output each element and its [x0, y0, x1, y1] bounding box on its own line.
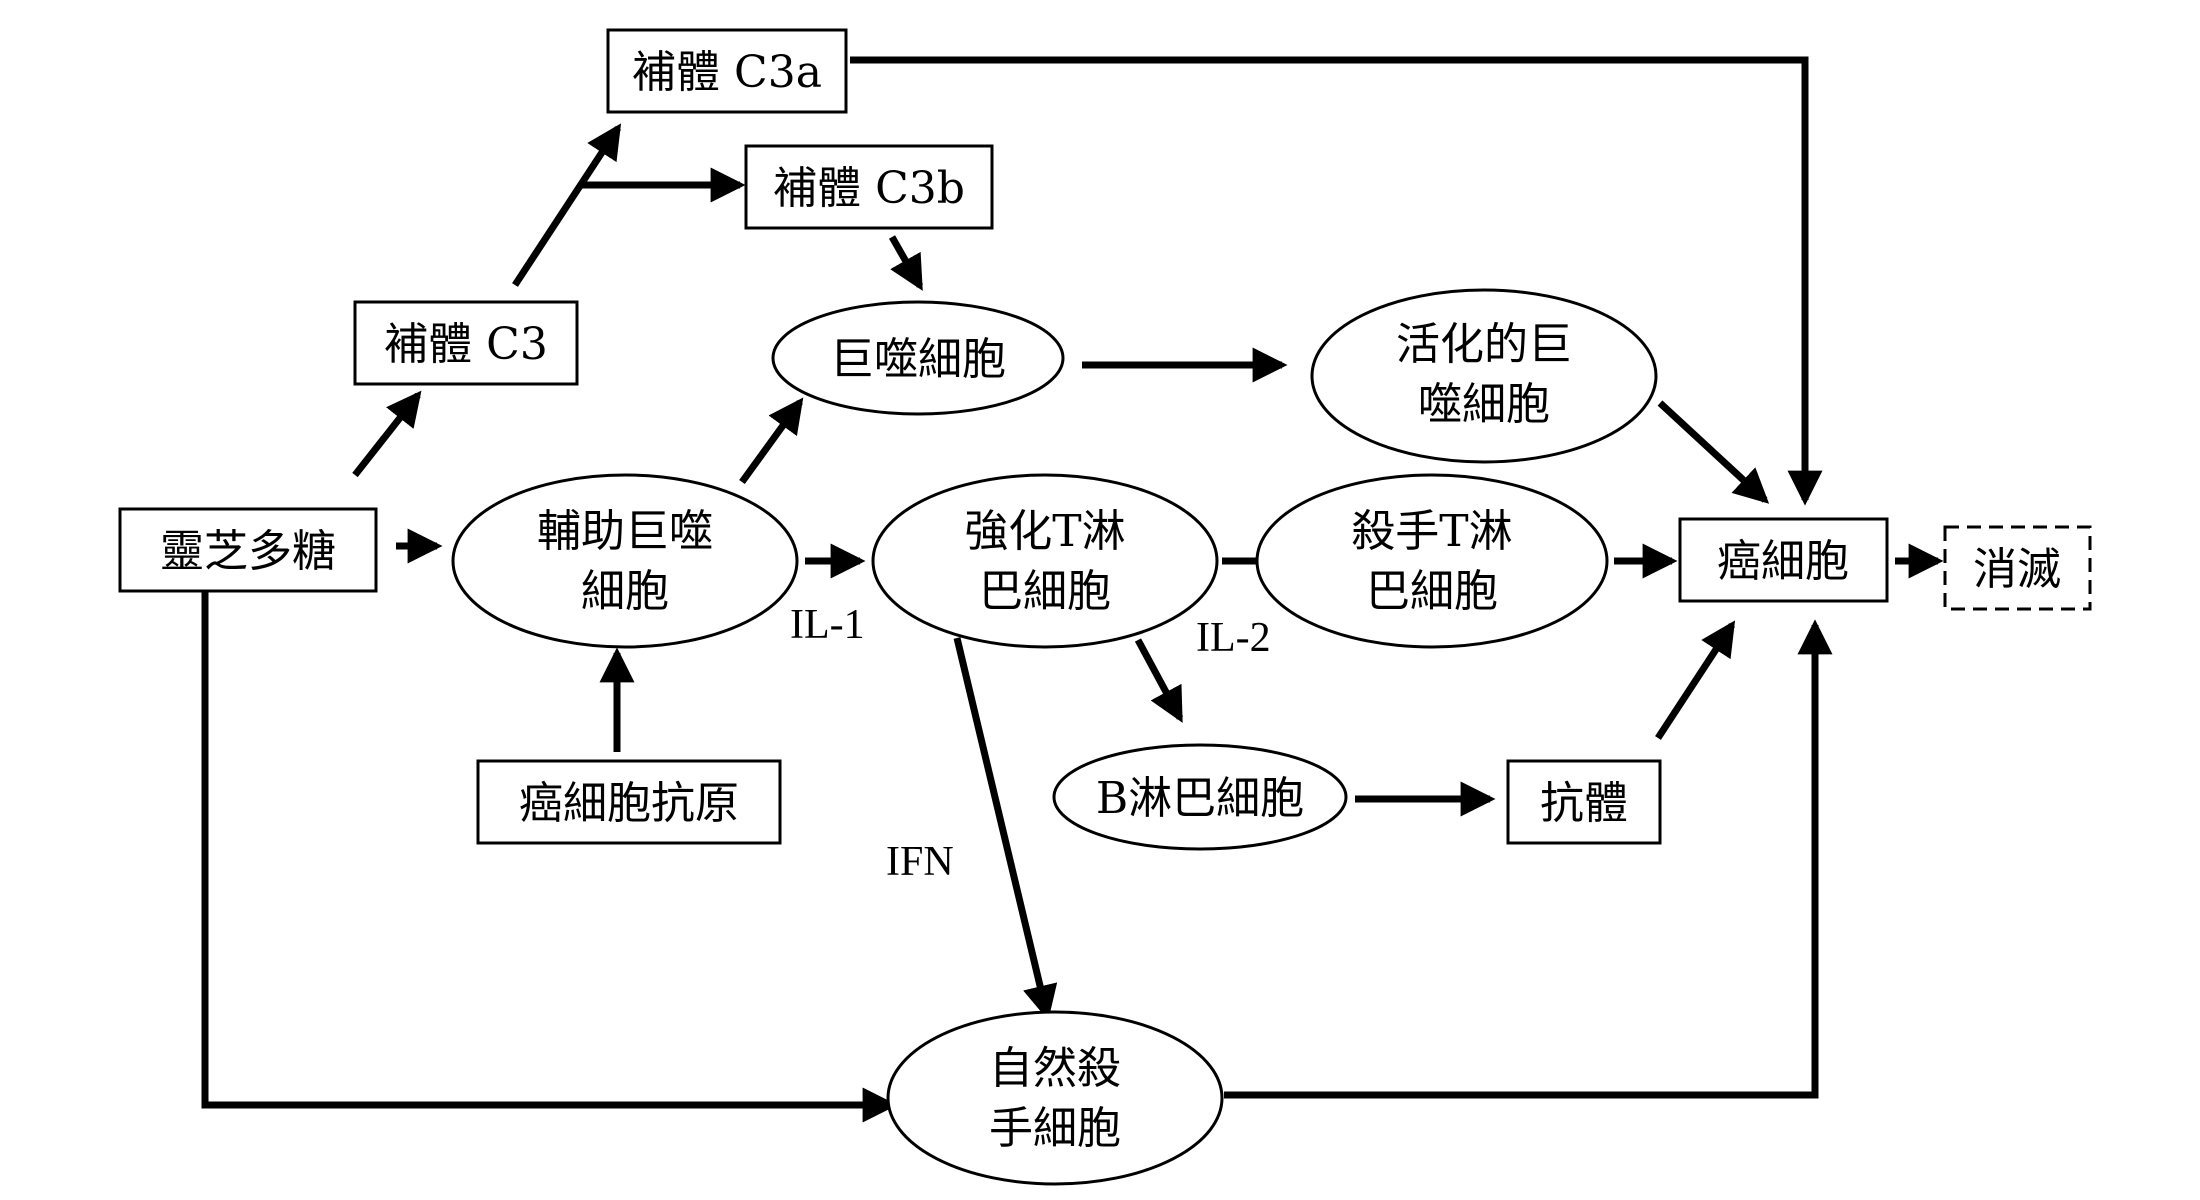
node-antibody: 抗體 [1506, 759, 1662, 845]
edge-label-il1: IL-1 [790, 602, 865, 648]
node-macrophage: 巨噬細胞 [771, 300, 1065, 416]
edge-antibody-to-cancer [1655, 620, 1736, 740]
node-cancer-antigen-label: 癌細胞抗原 [519, 778, 739, 829]
edge-activated-to-cancer [1657, 400, 1770, 504]
node-antibody-label: 抗體 [1540, 778, 1628, 829]
edge-c3-to-c3a [512, 123, 622, 287]
edge-poly-to-c3 [352, 390, 422, 478]
edge-enhanced-to-nk [953, 637, 1058, 1021]
node-complement-c3b-label: 補體 C3b [773, 163, 965, 214]
node-complement-c3-label: 補體 C3 [384, 319, 548, 370]
node-killer-t-lymphocyte: 殺手T淋 巴細胞 [1255, 473, 1609, 649]
node-cancer-cell-label: 癌細胞 [1717, 536, 1849, 587]
node-ganoderma-polysaccharide: 靈芝多糖 [118, 507, 378, 593]
node-killer-t-line2: 巴細胞 [1366, 566, 1498, 617]
node-complement-c3: 補體 C3 [353, 300, 579, 386]
node-enhanced-t-line2: 巴細胞 [979, 566, 1111, 617]
node-cancer-cell: 癌細胞 [1678, 517, 1889, 603]
edge-enhanced-to-bcell [1134, 638, 1184, 723]
node-eliminated-label: 消滅 [1973, 544, 2061, 595]
node-enhanced-t-lymphocyte: 強化T淋 巴細胞 [871, 473, 1219, 649]
edge-c3a-to-cancer [850, 56, 1823, 506]
node-activated-macrophage-line1: 活化的巨 [1396, 319, 1572, 370]
node-enhanced-t-line1: 強化T淋 [964, 506, 1125, 557]
edge-labels: IL-1 IL-2 IFN [790, 602, 1271, 885]
node-activated-macrophage-line2: 噬細胞 [1418, 379, 1550, 430]
node-macrophage-label: 巨噬細胞 [830, 334, 1006, 385]
edge-label-ifn: IFN [886, 839, 954, 885]
node-cancer-antigen: 癌細胞抗原 [476, 759, 782, 845]
node-b-lymphocyte: B淋巴細胞 [1052, 743, 1348, 851]
node-complement-c3b: 補體 C3b [744, 144, 994, 230]
edge-label-il2: IL-2 [1196, 615, 1271, 661]
node-complement-c3a: 補體 C3a [606, 28, 848, 114]
node-b-lymphocyte-label: B淋巴細胞 [1096, 773, 1304, 824]
edge-poly-to-nk [201, 585, 898, 1123]
node-activated-macrophage: 活化的巨 噬細胞 [1310, 288, 1658, 464]
node-helper-macrophage: 輔助巨噬 細胞 [451, 473, 799, 649]
node-nk-cell-line1: 自然殺 [989, 1043, 1121, 1094]
node-eliminated: 消滅 [1943, 525, 2092, 611]
node-complement-c3a-label: 補體 C3a [632, 47, 822, 98]
edge-helper-to-macrophage [739, 397, 804, 485]
node-nk-cell: 自然殺 手細胞 [886, 1010, 1224, 1186]
nodes: 補體 C3a 補體 C3b 補體 C3 巨噬細胞 活化的巨 噬細胞 靈芝多糖 [118, 28, 2092, 1186]
node-helper-macrophage-line1: 輔助巨噬 [537, 506, 713, 557]
edge-c3b-to-macrophage [888, 235, 924, 291]
node-ganoderma-polysaccharide-label: 靈芝多糖 [160, 526, 336, 577]
edges [201, 56, 1944, 1123]
node-killer-t-line1: 殺手T淋 [1351, 506, 1512, 557]
node-helper-macrophage-line2: 細胞 [581, 566, 669, 617]
node-nk-cell-line2: 手細胞 [989, 1103, 1121, 1154]
edge-nk-to-cancer [1224, 619, 1833, 1099]
